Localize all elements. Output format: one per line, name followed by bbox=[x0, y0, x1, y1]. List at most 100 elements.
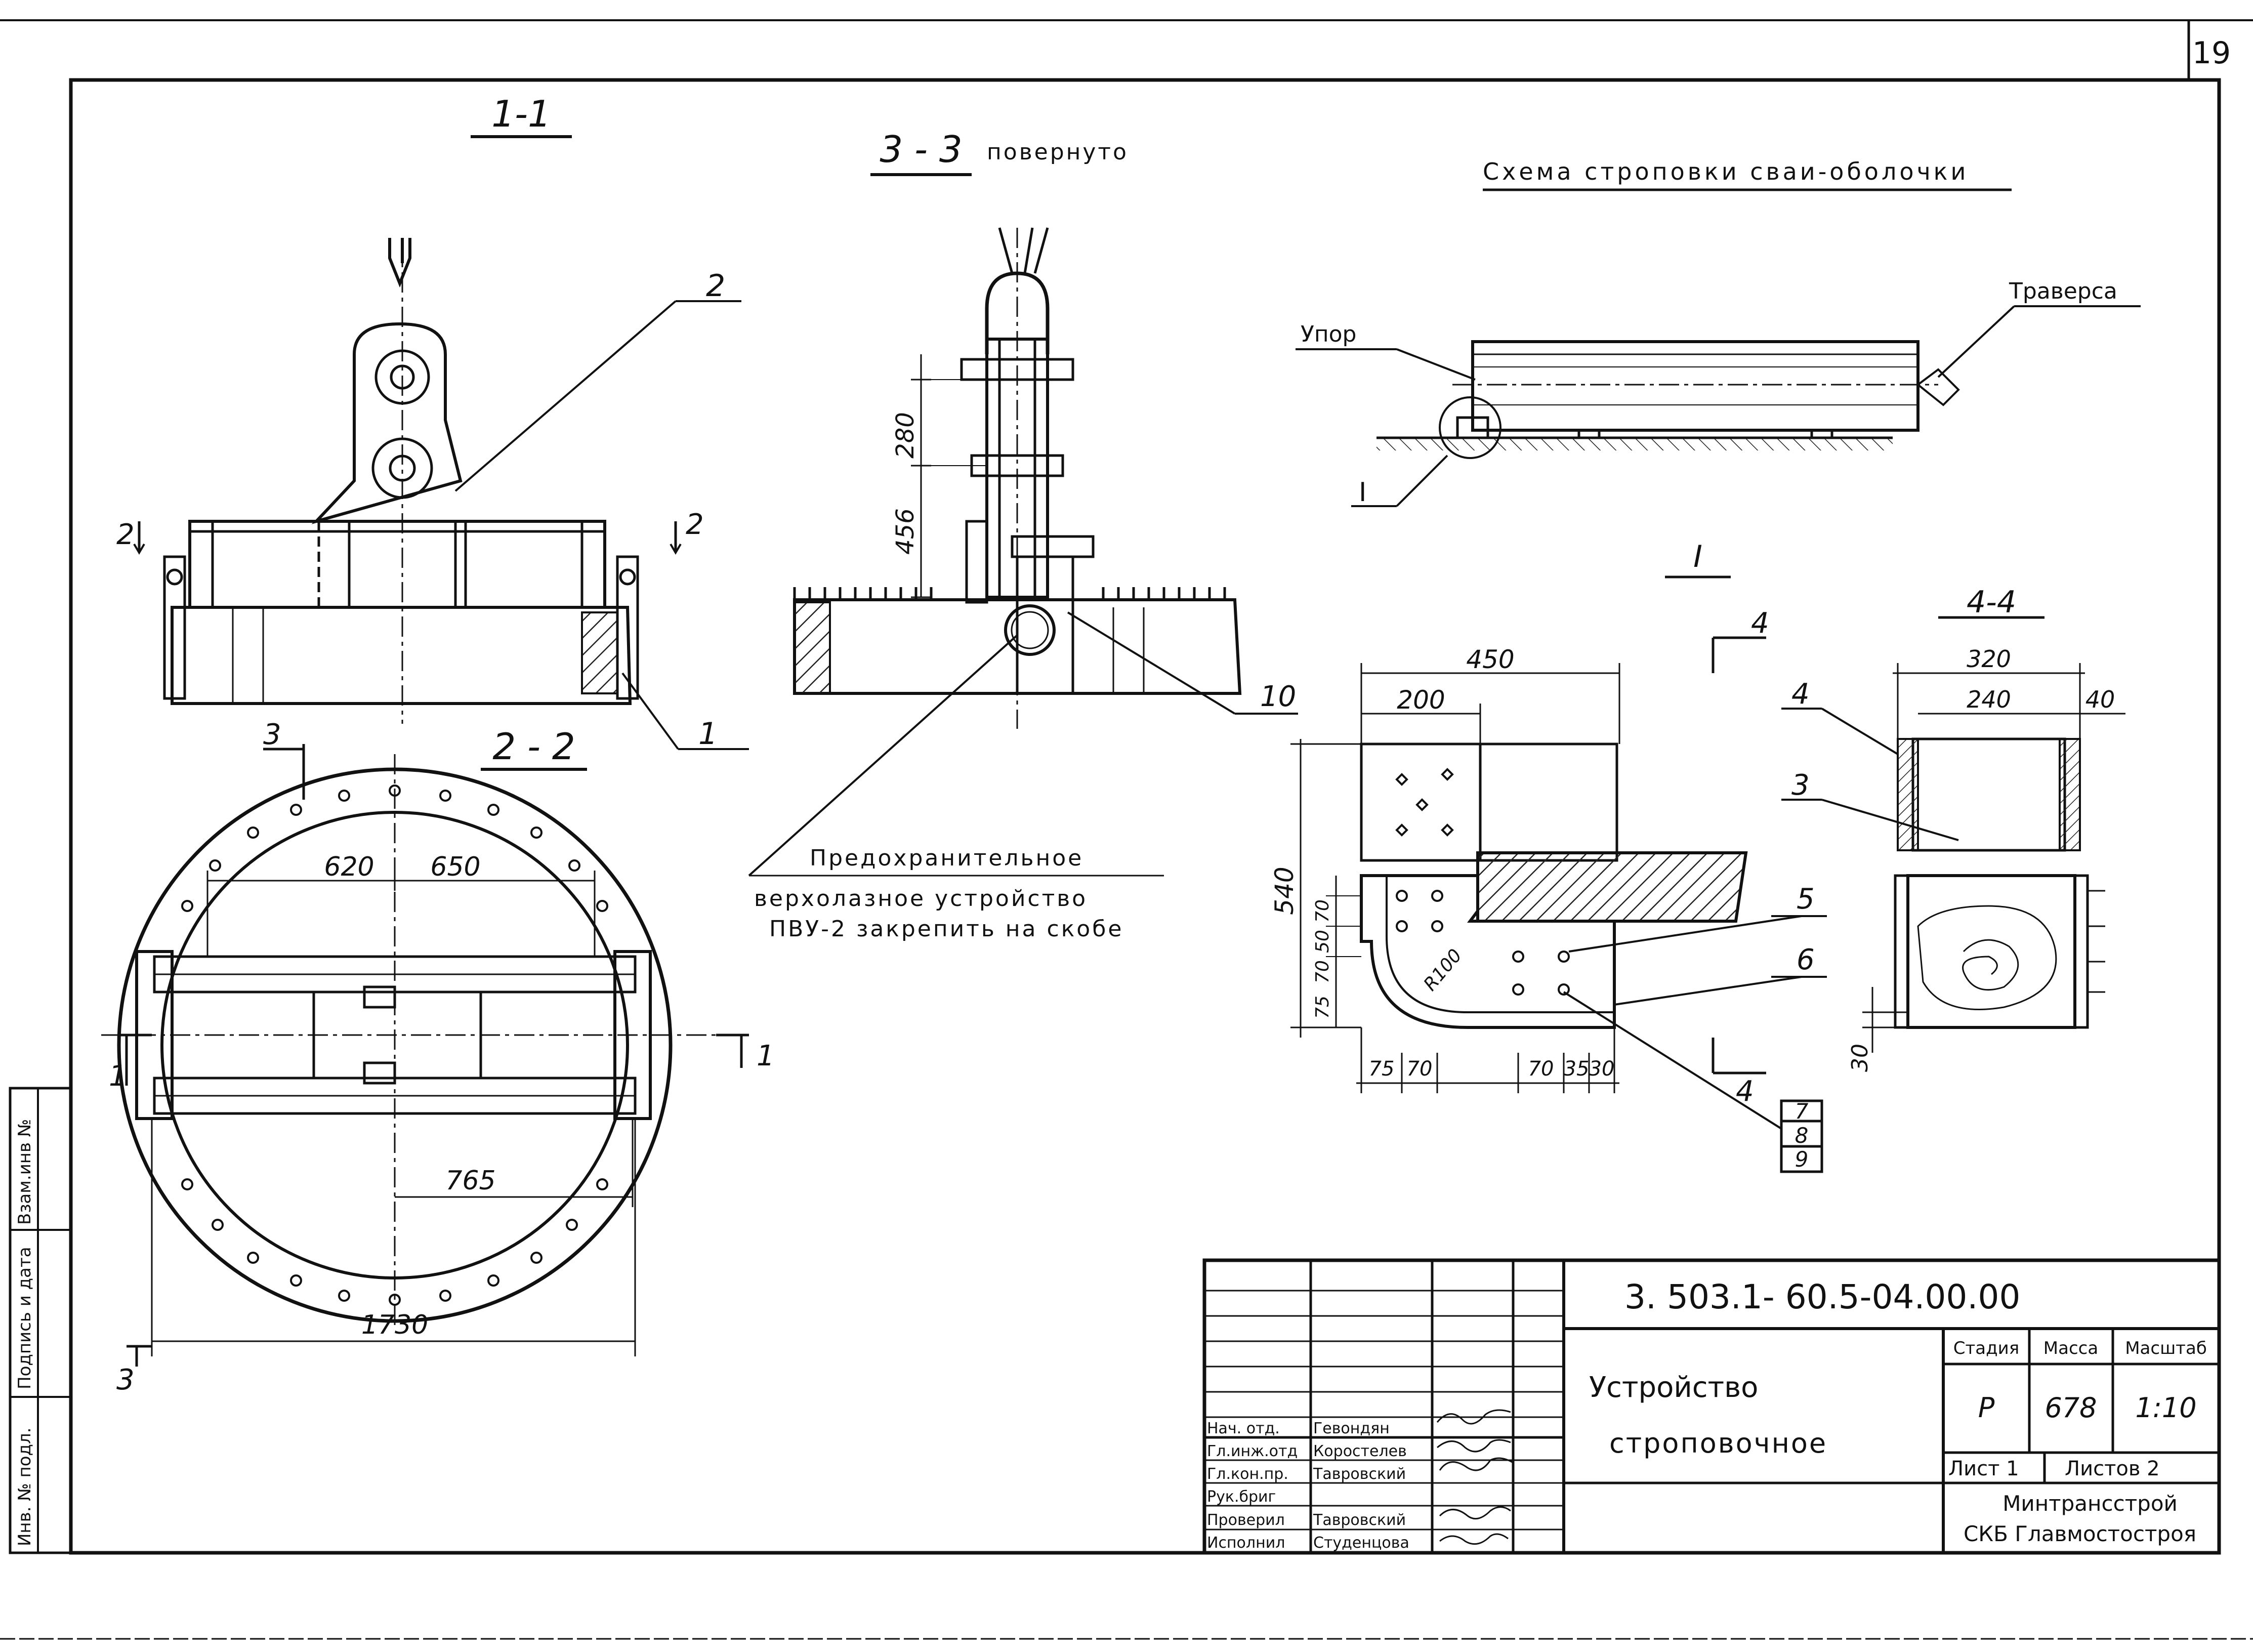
page-number: 19 bbox=[2192, 35, 2231, 71]
note-line-2: верхолазное устройство bbox=[754, 886, 1088, 912]
scale-value: 1:10 bbox=[2135, 1392, 2196, 1424]
org-line-1: Минтрансстрой bbox=[2002, 1491, 2178, 1516]
dim-1730: 1730 bbox=[361, 1310, 428, 1340]
view-section-4-4 bbox=[1781, 616, 2125, 1053]
dim-200: 200 bbox=[1397, 685, 1445, 715]
dim-50: 50 bbox=[1312, 930, 1333, 953]
cut-mark-2-right: 2 bbox=[686, 508, 704, 541]
dim-70-mid: 70 bbox=[1312, 960, 1333, 983]
dim-70-upper: 70 bbox=[1312, 899, 1333, 923]
note-line-1: Предохранительное bbox=[810, 845, 1083, 871]
strip-label-inv: Инв. № подл. bbox=[15, 1427, 35, 1546]
cut-mark-1-left: 1 bbox=[109, 1060, 127, 1093]
cut-mark-4-top: 4 bbox=[1751, 607, 1769, 640]
drawing-border bbox=[69, 78, 2221, 1555]
cut-mark-4-bottom: 4 bbox=[1736, 1075, 1754, 1108]
cut-mark-3-top: 3 bbox=[263, 718, 281, 751]
role-name: Гевондян bbox=[1313, 1420, 1390, 1437]
stack-label-9: 9 bbox=[1795, 1147, 1809, 1172]
dim-40: 40 bbox=[2085, 686, 2115, 713]
dim-30-bottom: 30 bbox=[1589, 1057, 1615, 1081]
dim-70-bottom-left: 70 bbox=[1407, 1057, 1433, 1081]
role-label: Рук.бриг bbox=[1207, 1488, 1276, 1506]
view-note-rotated: повернуто bbox=[987, 139, 1129, 165]
mass-header: Масса bbox=[2043, 1338, 2098, 1358]
strip-label-sign: Подпись и дата bbox=[15, 1247, 35, 1389]
org-line-2: СКБ Главмостостроя bbox=[1964, 1521, 2196, 1546]
dim-650: 650 bbox=[430, 852, 480, 882]
leader-label-2: 2 bbox=[706, 268, 725, 304]
mass-value: 678 bbox=[2045, 1392, 2097, 1424]
role-name: Тавровский bbox=[1313, 1465, 1406, 1483]
view-sling-scheme bbox=[1296, 188, 2141, 507]
dim-280: 280 bbox=[891, 412, 920, 459]
label-node-i: I bbox=[1359, 477, 1366, 508]
role-name: Студенцова bbox=[1313, 1534, 1409, 1552]
dim-35: 35 bbox=[1564, 1057, 1590, 1081]
dim-30: 30 bbox=[1847, 1044, 1873, 1072]
sling-scheme-title: Схема строповки сваи-оболочки bbox=[1483, 158, 1969, 185]
sheet-count: Листов 2 bbox=[2065, 1457, 2160, 1480]
view-detail-i bbox=[1290, 575, 1827, 1173]
dim-620: 620 bbox=[324, 852, 374, 882]
view-section-1-1 bbox=[133, 135, 749, 750]
view-title-4-4: 4-4 bbox=[1967, 585, 2016, 620]
leader-label-10: 10 bbox=[1260, 680, 1296, 713]
view-section-2-2 bbox=[101, 744, 749, 1367]
role-label: Проверил bbox=[1207, 1511, 1285, 1529]
dim-765: 765 bbox=[445, 1166, 495, 1196]
bolt-pattern bbox=[1395, 768, 1570, 996]
role-name: Коростелев bbox=[1313, 1442, 1407, 1460]
cut-mark-2-left: 2 bbox=[116, 518, 135, 551]
view-title-1-1: 1-1 bbox=[491, 93, 551, 135]
stack-label-8: 8 bbox=[1795, 1123, 1809, 1148]
dim-540: 540 bbox=[1270, 866, 1299, 915]
cut-mark-3-bottom: 3 bbox=[116, 1364, 135, 1396]
note-line-3: ПВУ-2 закрепить на скобе bbox=[769, 916, 1123, 942]
dim-320: 320 bbox=[1967, 645, 2011, 673]
dim-70-bottom-right: 70 bbox=[1528, 1057, 1554, 1081]
label-traverse: Траверса bbox=[2009, 278, 2117, 304]
dim-450: 450 bbox=[1466, 645, 1514, 674]
steel-angle bbox=[1360, 874, 1616, 1029]
left-strip bbox=[9, 1087, 72, 1554]
stage-header: Стадия bbox=[1953, 1338, 2019, 1358]
stack-label-7: 7 bbox=[1795, 1099, 1809, 1124]
detail-title-i: I bbox=[1693, 539, 1702, 574]
role-name: Тавровский bbox=[1313, 1511, 1406, 1529]
role-label: Нач. отд. bbox=[1207, 1420, 1280, 1437]
dim-240: 240 bbox=[1967, 686, 2011, 713]
leader-label-4: 4 bbox=[1791, 678, 1810, 711]
view-title-2-2: 2 - 2 bbox=[492, 725, 575, 768]
scale-header: Масштаб bbox=[2125, 1338, 2207, 1358]
lifting-eye-plate bbox=[311, 322, 463, 524]
concrete-section bbox=[1476, 851, 1748, 923]
role-label: Исполнил bbox=[1207, 1534, 1285, 1552]
leader-label-1: 1 bbox=[698, 716, 718, 752]
dim-75-bottom: 75 bbox=[1369, 1057, 1395, 1081]
sheet-frame bbox=[0, 19, 2253, 1640]
role-label: Гл.кон.пр. bbox=[1207, 1465, 1288, 1483]
strip-label-replace: Взам.инв № bbox=[15, 1119, 35, 1225]
sheet-number: Лист 1 bbox=[1948, 1457, 2019, 1480]
traverse-beam bbox=[188, 520, 606, 609]
cut-mark-1-right: 1 bbox=[757, 1040, 775, 1072]
leader-label-6: 6 bbox=[1797, 943, 1815, 976]
view-title-3-3: 3 - 3 bbox=[880, 128, 962, 171]
leader-label-3: 3 bbox=[1791, 769, 1810, 802]
dim-75-vertical: 75 bbox=[1312, 996, 1333, 1019]
doc-code: 3. 503.1- 60.5-04.00.00 bbox=[1624, 1277, 2020, 1316]
title-block bbox=[1202, 1258, 2221, 1555]
item-name-line-1: Устройство bbox=[1589, 1371, 1758, 1404]
dim-r100: R100 bbox=[1420, 945, 1466, 995]
view-section-3-3 bbox=[748, 173, 1298, 877]
dim-456: 456 bbox=[891, 508, 920, 555]
pile-shell bbox=[171, 606, 632, 705]
leader-label-5: 5 bbox=[1797, 883, 1815, 916]
role-label: Гл.инж.отд bbox=[1207, 1442, 1298, 1460]
label-stop: Упор bbox=[1301, 321, 1356, 347]
item-name-line-2: строповочное bbox=[1609, 1427, 1827, 1459]
stage-value: Р bbox=[1978, 1392, 1995, 1424]
